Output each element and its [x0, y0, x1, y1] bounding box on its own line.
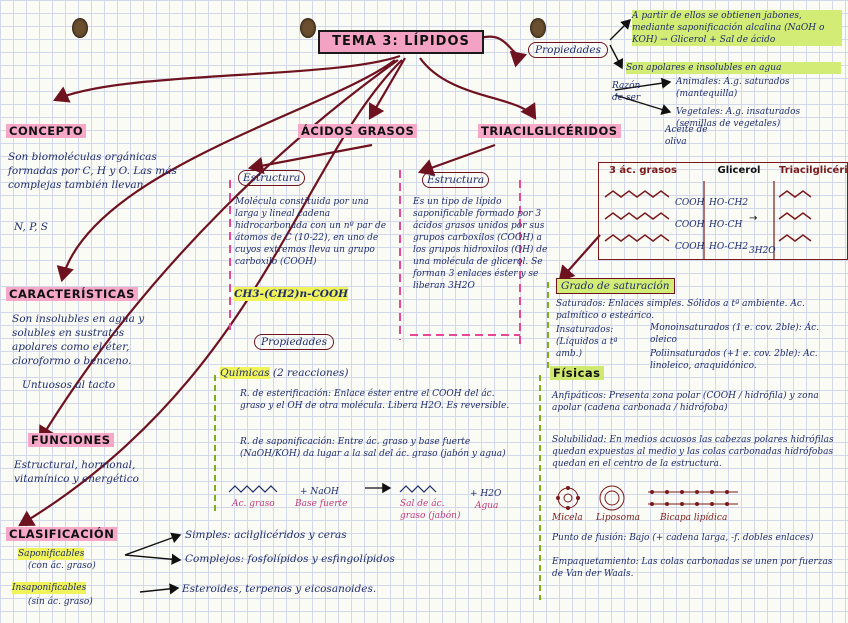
concepto-header: CONCEPTO	[6, 124, 86, 138]
insaponificables-text: Esteroides, terpenos y eicosanoides.	[182, 582, 376, 596]
caracteristicas-text: Son insolubles en agua y solubles en sus…	[12, 312, 152, 368]
animales-text: Animales: A.g. saturados (mantequilla)	[676, 76, 826, 100]
poli-text: Poliinsaturados (+1 e. cov. 2ble): Ac. l…	[650, 348, 845, 372]
eq-agua: Agua	[475, 500, 498, 512]
saponificacion-text: R. de saponificación: Entre ác. graso y …	[240, 436, 515, 460]
tg-estructura-text: Es un tipo de lípido saponificable forma…	[413, 196, 548, 292]
cooh-1: COOH	[675, 197, 705, 209]
insaponificables-note: (sin ác. graso)	[28, 596, 93, 608]
ag-estructura-text: Molécula constituida por una larga y lin…	[235, 196, 395, 268]
eq-naoh: + NaOH	[300, 486, 339, 498]
triglyceride-diagram: 3 ác. grasos Glicerol Triacilglicérido →…	[598, 162, 848, 260]
eq-sal: Sal de ác. graso (jabón)	[400, 498, 470, 522]
hoch2-2: HO-CH2	[709, 241, 748, 253]
acidos-grasos-header: ÁCIDOS GRASOS	[298, 124, 417, 138]
quimicas-header: Químicas	[220, 367, 270, 379]
hoch2-1: HO-CH2	[709, 197, 748, 209]
grado-header: Grado de saturación	[556, 278, 675, 294]
eq-base: Base fuerte	[295, 498, 347, 510]
water-out: 3H2O	[749, 245, 776, 257]
diagram-header-trigly: Triacilglicérido	[779, 165, 845, 176]
arrow-to-estructura-tg	[420, 145, 495, 172]
liposoma-label: Liposoma	[596, 512, 640, 524]
cooh-3: COOH	[675, 241, 705, 253]
insaturados-text: Insaturados: (Líquidos a tª amb.)	[556, 324, 646, 360]
funciones-text: Estructural, hormonal, vitamínico y ener…	[14, 458, 189, 486]
empaquetamiento-text: Empaquetamiento: Las colas carbonadas se…	[552, 556, 844, 580]
bicapa-label: Bicapa lipídica	[660, 512, 727, 524]
membrane-structures	[552, 484, 772, 514]
anfipaticos-text: Anfipáticos: Presenta zona polar (COOH /…	[552, 390, 844, 414]
propiedades-jabones: A partir de ellos se obtienen jabones, m…	[632, 10, 842, 46]
quimicas-title: Químicas (2 reacciones)	[220, 366, 348, 380]
punch-hole	[300, 18, 316, 38]
punch-hole	[72, 18, 88, 38]
clasificacion-header: CLASIFICACIÓN	[6, 527, 117, 541]
fisicas-header: Físicas	[550, 366, 604, 380]
page-title: TEMA 3: LÍPIDOS	[318, 30, 484, 54]
esterificacion-text: R. de esterificación: Enlace éster entre…	[240, 388, 515, 412]
aceite-text: Aceite de oliva	[665, 124, 725, 148]
caracteristicas-header: CARACTERÍSTICAS	[6, 287, 138, 301]
saturados-text: Saturados: Enlaces simples. Sólidos a tª…	[556, 298, 844, 322]
mono-text: Monoinsaturados (1 e. cov. 2ble): Ác. ol…	[650, 322, 845, 346]
funciones-header: FUNCIONES	[28, 433, 114, 447]
insaponificables-label: Insaponificables	[12, 582, 86, 594]
saponificables-label: Saponificables	[18, 548, 84, 560]
saponificables-note: (con ác. graso)	[28, 560, 96, 572]
arrow-to-trigliceridos	[420, 58, 535, 118]
razon-ser: Razón de ser	[612, 80, 654, 104]
simples-text: Simples: acilglicéridos y ceras	[185, 528, 347, 542]
fusion-text: Punto de fusión: Bajo (+ cadena larga, -…	[552, 532, 844, 544]
micela-label: Micela	[552, 512, 583, 524]
concepto-elements: N, P, S	[14, 220, 48, 234]
cooh-2: COOH	[675, 219, 705, 231]
ag-formula: CH3-(CH2)n-COOH	[234, 287, 348, 301]
diagram-header-acids: 3 ác. grasos	[603, 165, 683, 176]
concepto-text: Son biomoléculas orgánicas formadas por …	[8, 150, 198, 192]
solubilidad-text: Solubilidad: En medios acuosos las cabez…	[552, 434, 844, 470]
propiedades-apolares: Son apolares e insolubles en agua	[626, 62, 841, 74]
trigliceridos-header: TRIACILGLICÉRIDOS	[478, 124, 621, 138]
svg-text:→: →	[749, 213, 757, 224]
arrow-to-estructura-ag	[250, 145, 372, 168]
arrow-to-grado	[560, 235, 600, 280]
punch-hole	[530, 18, 546, 38]
ag-propiedades-label: Propiedades	[254, 334, 334, 350]
complejos-text: Complejos: fosfolípidos y esfingolípidos	[185, 552, 395, 566]
diagram-header-glycerol: Glicerol	[709, 165, 769, 176]
quimicas-note: (2 reacciones)	[273, 367, 349, 379]
arrow-to-concepto	[55, 56, 400, 100]
hoch: HO-CH	[709, 219, 742, 231]
propiedades-label: Propiedades	[528, 42, 608, 58]
arrow-to-propiedades	[480, 37, 525, 56]
eq-h2o: + H2O	[470, 488, 501, 500]
caracteristicas-untuosos: Untuosos al tacto	[22, 378, 115, 392]
ag-estructura-label: Estructura	[238, 170, 305, 186]
eq-ac-graso: Ac. graso	[232, 498, 275, 510]
tg-estructura-label: Estructura	[422, 172, 489, 188]
